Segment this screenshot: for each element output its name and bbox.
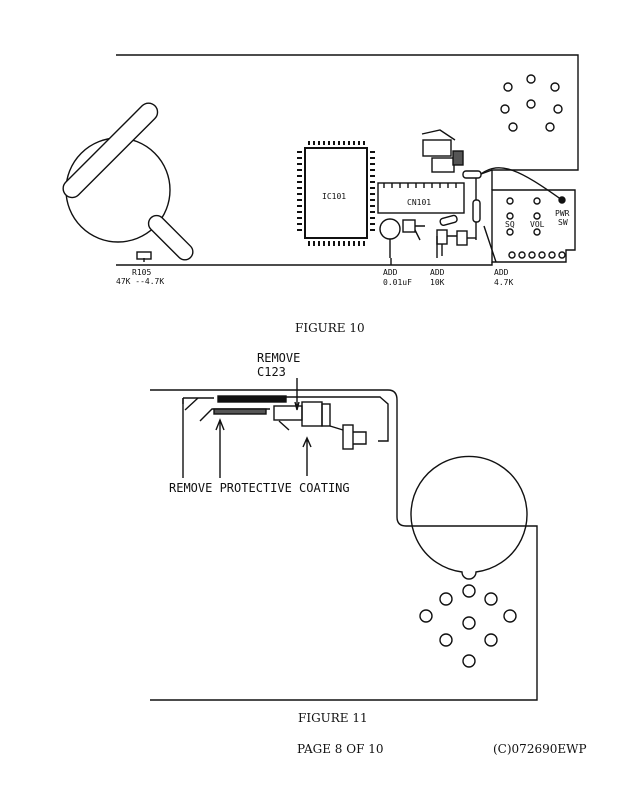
c123-label: C123 <box>257 365 286 379</box>
connector-holes-top <box>500 74 563 132</box>
speaker-grille <box>410 455 528 580</box>
cn101-connector <box>377 182 465 214</box>
figure-10-drawing <box>62 54 579 266</box>
ic101-chip <box>297 141 375 246</box>
add1-label: ADD <box>383 268 398 277</box>
arrow-1 <box>182 397 199 478</box>
resistor-4.7k <box>472 199 481 223</box>
ic101-label: IC101 <box>322 192 346 201</box>
add1-value: 0.01uF <box>383 278 412 287</box>
arrow-3 <box>302 436 312 476</box>
remove-coating-label: REMOVE PROTECTIVE COATING <box>169 481 350 495</box>
arrow-2 <box>215 418 225 478</box>
capacitor-0.01uf <box>379 218 401 240</box>
figure-11-caption: FIGURE 11 <box>298 711 368 725</box>
control-board <box>491 189 576 263</box>
cn101-label: CN101 <box>407 198 431 207</box>
transistor-2 <box>456 230 468 246</box>
knob-lever-lower <box>147 214 194 261</box>
add2-label: ADD <box>430 268 445 277</box>
add3-label: ADD <box>494 268 509 277</box>
remove-label: REMOVE <box>257 351 300 365</box>
r105-change-label: 47K --4.7K <box>116 277 164 286</box>
pwr-label: PWR <box>555 209 570 218</box>
sq-label: SQ <box>505 220 515 229</box>
speaker-holes <box>419 584 517 668</box>
component-box <box>402 219 416 233</box>
sw-label: SW <box>558 218 568 227</box>
page-number: PAGE 8 OF 10 <box>297 742 384 756</box>
add3-value: 4.7K <box>494 278 513 287</box>
board-outline-2 <box>150 389 538 701</box>
plug <box>342 424 354 450</box>
r105-label: R105 <box>132 268 151 277</box>
transistor <box>436 229 448 245</box>
figure-10-caption: FIGURE 10 <box>295 321 365 335</box>
copyright-text: (C)072690EWP <box>493 742 587 756</box>
upper-components <box>421 129 493 179</box>
r105-resistor <box>136 251 152 260</box>
board-outline <box>116 54 579 266</box>
resistor-10k <box>439 214 458 226</box>
knob-lever <box>62 102 159 199</box>
add2-value: 10K <box>430 278 445 287</box>
figure-11-drawing <box>150 378 538 701</box>
vol-label: VOL <box>530 220 545 229</box>
